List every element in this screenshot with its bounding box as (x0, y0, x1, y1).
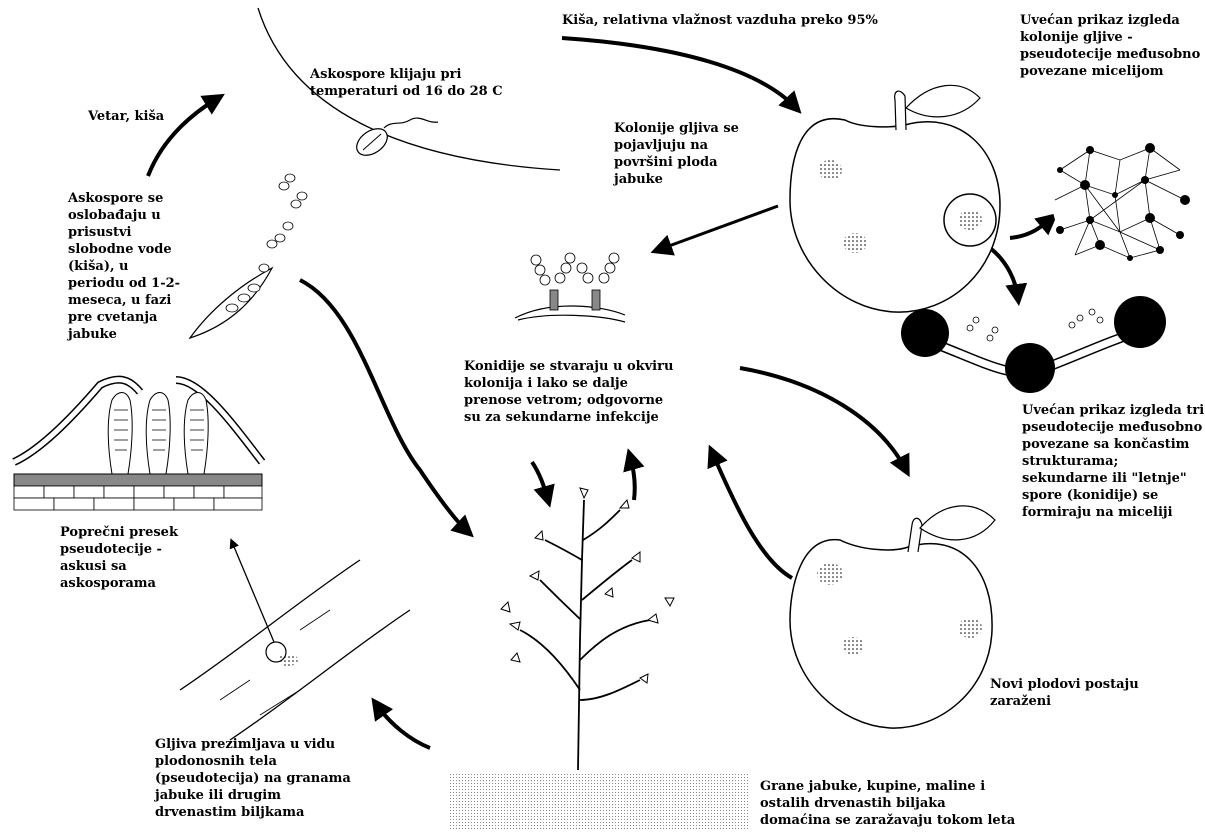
label-zoom-three: Uvećan prikaz izgleda tri pseudotecije m… (1022, 402, 1205, 521)
arrow-to-three (990, 248, 1018, 298)
apple-tree-icon (520, 500, 650, 770)
label-ascospores-released: Askospore se oslobađaju u prisustvi slob… (68, 190, 218, 343)
germinating-ascospore-icon (352, 118, 438, 161)
arrow-conidia-to-apple (740, 368, 906, 470)
label-wind-rain: Vetar, kiša (88, 108, 208, 125)
arrow-to-network (1010, 218, 1052, 238)
arrow-apple-to-colony (658, 206, 778, 250)
three-pseudothecia-icon (901, 296, 1166, 393)
arrow-apple-to-conidia (712, 452, 792, 578)
label-zoom-colony: Uvećan prikaz izgleda kolonije gljive - … (1020, 12, 1205, 80)
label-conidia-formed: Konidije se stvaraju u okviru kolonija i… (464, 358, 724, 426)
label-ascospore-germination: Askospore klijaju pri temperaturi od 16 … (310, 66, 540, 100)
label-branches-infected: Grane jabuke, kupine, maline i ostalih d… (760, 778, 1060, 829)
label-overwintering: Gljiva prezimljava u vidu plodonosnih te… (155, 736, 385, 821)
mycelium-network-icon (1052, 132, 1190, 268)
label-colonies-appear: Kolonije gljiva se pojavljuju na površin… (614, 120, 784, 188)
arrow-rain-to-apple (562, 38, 796, 108)
ground-soil (448, 772, 748, 830)
infected-apple-bottom (790, 506, 995, 728)
pseudothecium-cross-section (14, 380, 262, 510)
label-cross-section: Poprečni presek pseudotecije - askusi sa… (60, 524, 220, 592)
infected-apple-top (790, 85, 1000, 312)
label-new-fruits-infected: Novi plodovi postaju zaraženi (990, 676, 1190, 710)
arrow-ascospores-to-tree (300, 280, 468, 532)
arrow-down-to-tree (532, 462, 548, 500)
arrow-up-from-tree (630, 456, 635, 500)
label-rain-humidity: Kiša, relativna vlažnost vazduha preko 9… (562, 12, 922, 29)
conidiophore-colony-icon (515, 253, 625, 322)
